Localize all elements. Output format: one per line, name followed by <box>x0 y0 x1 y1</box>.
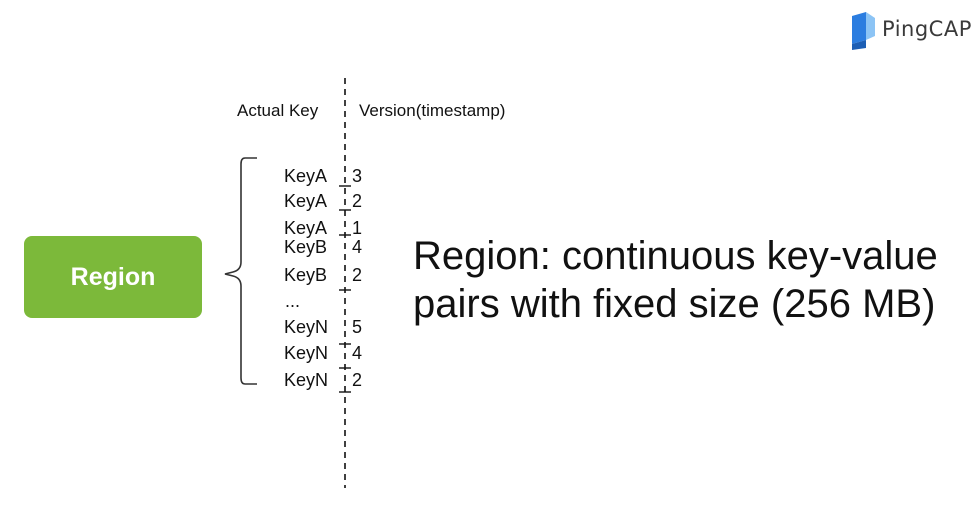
logo-text: PingCAP <box>882 17 972 41</box>
kv-row: KeyN 4 <box>284 342 362 364</box>
kv-row: KeyA 2 <box>284 190 362 212</box>
kv-row: KeyN 5 <box>284 316 362 338</box>
row-key: KeyB <box>284 237 328 257</box>
row-key: KeyA <box>284 166 328 186</box>
kv-row: KeyA 1 <box>284 217 362 239</box>
row-key: KeyB <box>284 265 328 285</box>
row-version: 5 <box>352 317 363 337</box>
rows-ellipsis: ... <box>285 291 301 311</box>
pingcap-logo: PingCAP <box>848 10 971 50</box>
row-key: KeyN <box>284 370 329 390</box>
row-version: 2 <box>352 370 363 390</box>
row-key: KeyN <box>284 343 329 363</box>
row-version: 1 <box>352 218 363 238</box>
row-key: KeyN <box>284 317 329 337</box>
kv-row: KeyN 2 <box>284 369 362 391</box>
row-key: KeyA <box>284 191 328 211</box>
actual-key-header: Actual Key <box>237 101 319 120</box>
row-version: 2 <box>352 265 363 285</box>
row-version: 2 <box>352 191 363 211</box>
pingcap-logo-icon <box>852 12 875 50</box>
region-box-label: Region <box>70 262 156 291</box>
kv-row: KeyA 3 <box>284 165 362 187</box>
key-version-divider <box>339 78 351 488</box>
row-version: 4 <box>352 237 363 257</box>
row-key: KeyA <box>284 218 328 238</box>
row-version: 3 <box>352 166 363 186</box>
kv-row: KeyB 2 <box>284 264 362 286</box>
region-description: Region: continuous key-value pairs with … <box>413 234 938 326</box>
version-header: Version(timestamp) <box>359 101 506 120</box>
kv-row: KeyB 4 <box>284 236 362 258</box>
row-version: 4 <box>352 343 363 363</box>
region-brace <box>224 157 257 385</box>
region-box: Region <box>24 236 202 318</box>
